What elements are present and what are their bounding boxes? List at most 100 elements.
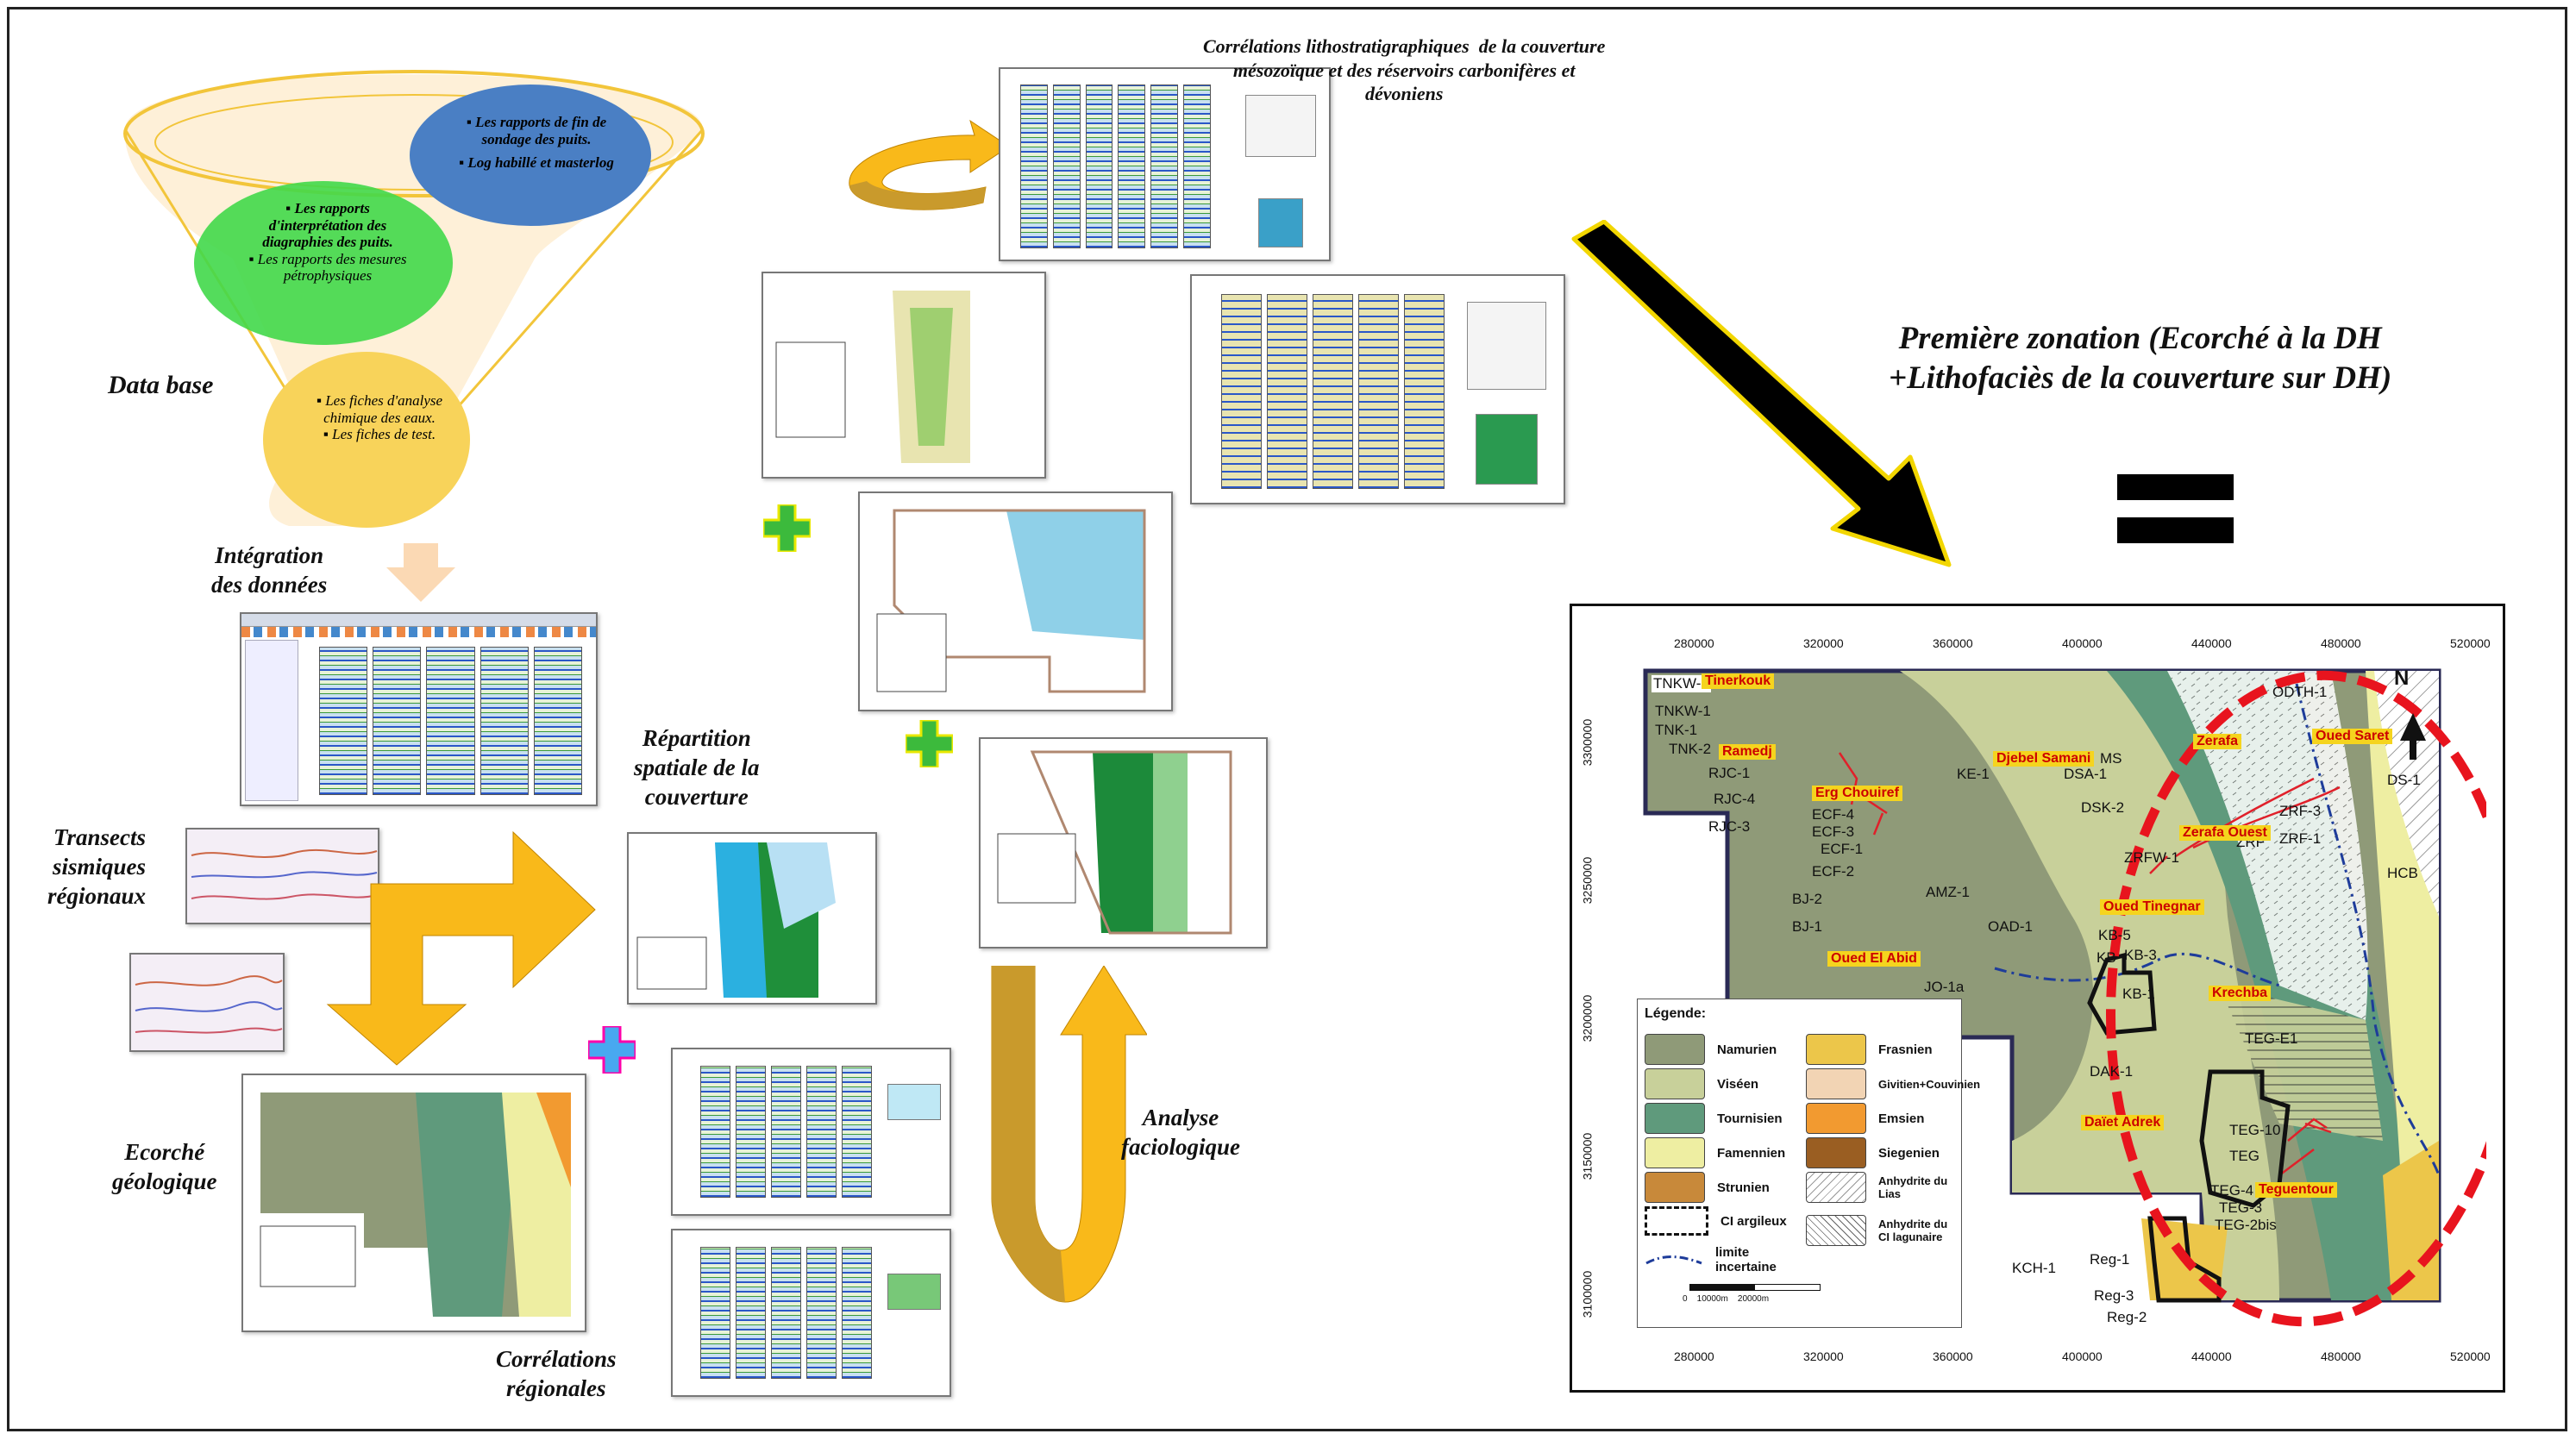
well-label: Reg-3 [2094,1287,2134,1304]
software-screenshot [240,612,598,806]
x-tick: 520000 [2450,1349,2491,1363]
well-label: RJC-1 [1708,765,1751,781]
well-label: KB-1 [2122,986,2155,1002]
l-arrow-icon [326,830,596,1066]
well-label: ODTH-1 [2272,684,2328,700]
data-funnel [123,70,705,528]
well-label: TEG-3 [2219,1199,2263,1216]
well-label: ECF-4 [1812,806,1855,823]
y-tick: 3200000 [1580,994,1595,1042]
x-tick: 280000 [1674,636,1714,650]
ecorche-label: Ecorché géologique [112,1139,217,1194]
zone-label: Krechba [2209,986,2272,1001]
down-arrow-icon [386,543,455,602]
correlations-litho-label: Corrélations lithostratigraphiques de la… [1203,35,1606,104]
y-tick: 3150000 [1580,1132,1595,1180]
equals-sign-bottom [2117,517,2234,543]
well-label: DSK-2 [2081,799,2125,816]
legend-title: Légende: [1645,1006,1707,1021]
map-panel-1 [762,272,1046,479]
plus-icon-green-2 [906,720,953,767]
zone-label: Zerafa Ouest [2179,825,2271,841]
well-label: Reg-1 [2090,1251,2130,1268]
seismic-transect-2 [129,953,285,1052]
repartition-label: Répartition spatiale de la couverture [634,725,760,810]
legend-item-siegenien: Siegenien [1806,1137,1940,1168]
legend-item-anhydrite-lias: Anhydrite du Lias [1806,1172,1956,1203]
map-panel-2 [858,491,1173,711]
well-label: ZRF-3 [2279,803,2322,819]
zone-label: Erg Chouiref [1812,786,1902,801]
well-label: TNK-2 [1669,741,1712,757]
x-tick: 400000 [2062,636,2103,650]
x-tick: 480000 [2321,636,2361,650]
figure-frame [7,7,2567,1431]
well-label: DAK-1 [2090,1063,2134,1080]
well-label: OAD-1 [1988,918,2033,935]
correlation-panel-mid [1190,274,1565,504]
map-panel-3 [979,737,1268,949]
y-tick: 3250000 [1580,856,1595,905]
well-label: MS [2100,750,2122,767]
well-label: ECF-3 [1812,823,1855,840]
legend-item-tournisien: Tournisien [1645,1103,1783,1134]
premiere-zonation-label: Première zonation (Ecorché à la DH +Lith… [1889,321,2392,397]
well-label: DS-1 [2387,772,2421,788]
seismic-transect-1 [185,828,379,924]
well-label: TNKW-1 [1655,703,1711,719]
legend-item-frasnien: Frasnien [1806,1034,1933,1065]
well-label: ECF-2 [1812,863,1855,880]
correlation-panel-1 [671,1048,951,1216]
x-tick: 520000 [2450,636,2491,650]
x-tick: 360000 [1933,1349,1973,1363]
x-tick: 320000 [1803,1349,1844,1363]
well-label: KCH-1 [2012,1260,2057,1276]
y-tick: 3100000 [1580,1270,1595,1318]
zone-label: Zerafa [2193,734,2242,749]
zone-label: Ramedj [1719,744,1776,760]
well-label: RJC-3 [1708,818,1751,835]
well-label: AMZ-1 [1926,884,1970,900]
legend-item-givitien: Givitien+Couvinien [1806,1068,1980,1099]
well-label: KB [2097,949,2116,966]
well-label: KE-1 [1957,766,1990,782]
zonation-map: N 280000 320000 360000 400000 440000 480… [1570,604,2505,1393]
zone-label: Oued Saret [2312,729,2393,744]
well-label: TNK-1 [1655,722,1698,738]
legend-item-strunien: Strunien [1645,1172,1770,1203]
scale-label: 0 10000m 20000m [1683,1294,1770,1304]
transects-label: Transects sismiques régionaux [47,824,147,909]
x-tick: 440000 [2191,636,2232,650]
north-label: N [2394,667,2410,690]
well-label: TEG-2bis [2215,1217,2277,1233]
data-base-label: Data base [108,371,214,399]
green-circle-text: Les rapports d'interprétation des diagra… [246,200,410,285]
well-label: TEG-E1 [2245,1030,2298,1047]
correlations-regionales-label: Corrélations régionales [496,1346,617,1401]
well-label: BJ-2 [1792,891,1822,907]
well-label: RJC-4 [1714,791,1756,807]
well-label: ZRF-1 [2279,830,2322,847]
well-label: TNKW-2 [1652,675,1711,692]
integration-label: Intégration des données [211,542,328,598]
zone-label: Teguentour [2255,1182,2337,1198]
zone-label: Oued Tinegnar [2100,899,2204,915]
map-legend: Légende: Namurien Viséen Tournisien Fame… [1637,999,1980,1328]
big-black-arrow-icon [1571,220,1952,567]
equals-sign-top [2117,474,2234,500]
y-tick: 3300000 [1580,718,1595,767]
x-tick: 400000 [2062,1349,2103,1363]
yellow-circle-text: Les fiches d'analyse chimique des eaux.L… [315,392,444,443]
well-label: TEG-10 [2229,1122,2281,1138]
scale-bar [1689,1284,1821,1291]
legend-item-viseen: Viséen [1645,1068,1758,1099]
legend-item-limite: limite incertaine [1645,1245,1793,1274]
zone-label: Tinerkouk [1702,673,1775,689]
x-tick: 320000 [1803,636,1844,650]
x-tick: 280000 [1674,1349,1714,1363]
well-label: Reg-2 [2107,1309,2147,1325]
legend-item-ci-argileux: CI argileux [1645,1206,1787,1236]
well-label: TEG-4 [2210,1182,2254,1199]
correlation-panel-top [999,67,1331,261]
well-label: JO-1a [1924,979,1965,995]
